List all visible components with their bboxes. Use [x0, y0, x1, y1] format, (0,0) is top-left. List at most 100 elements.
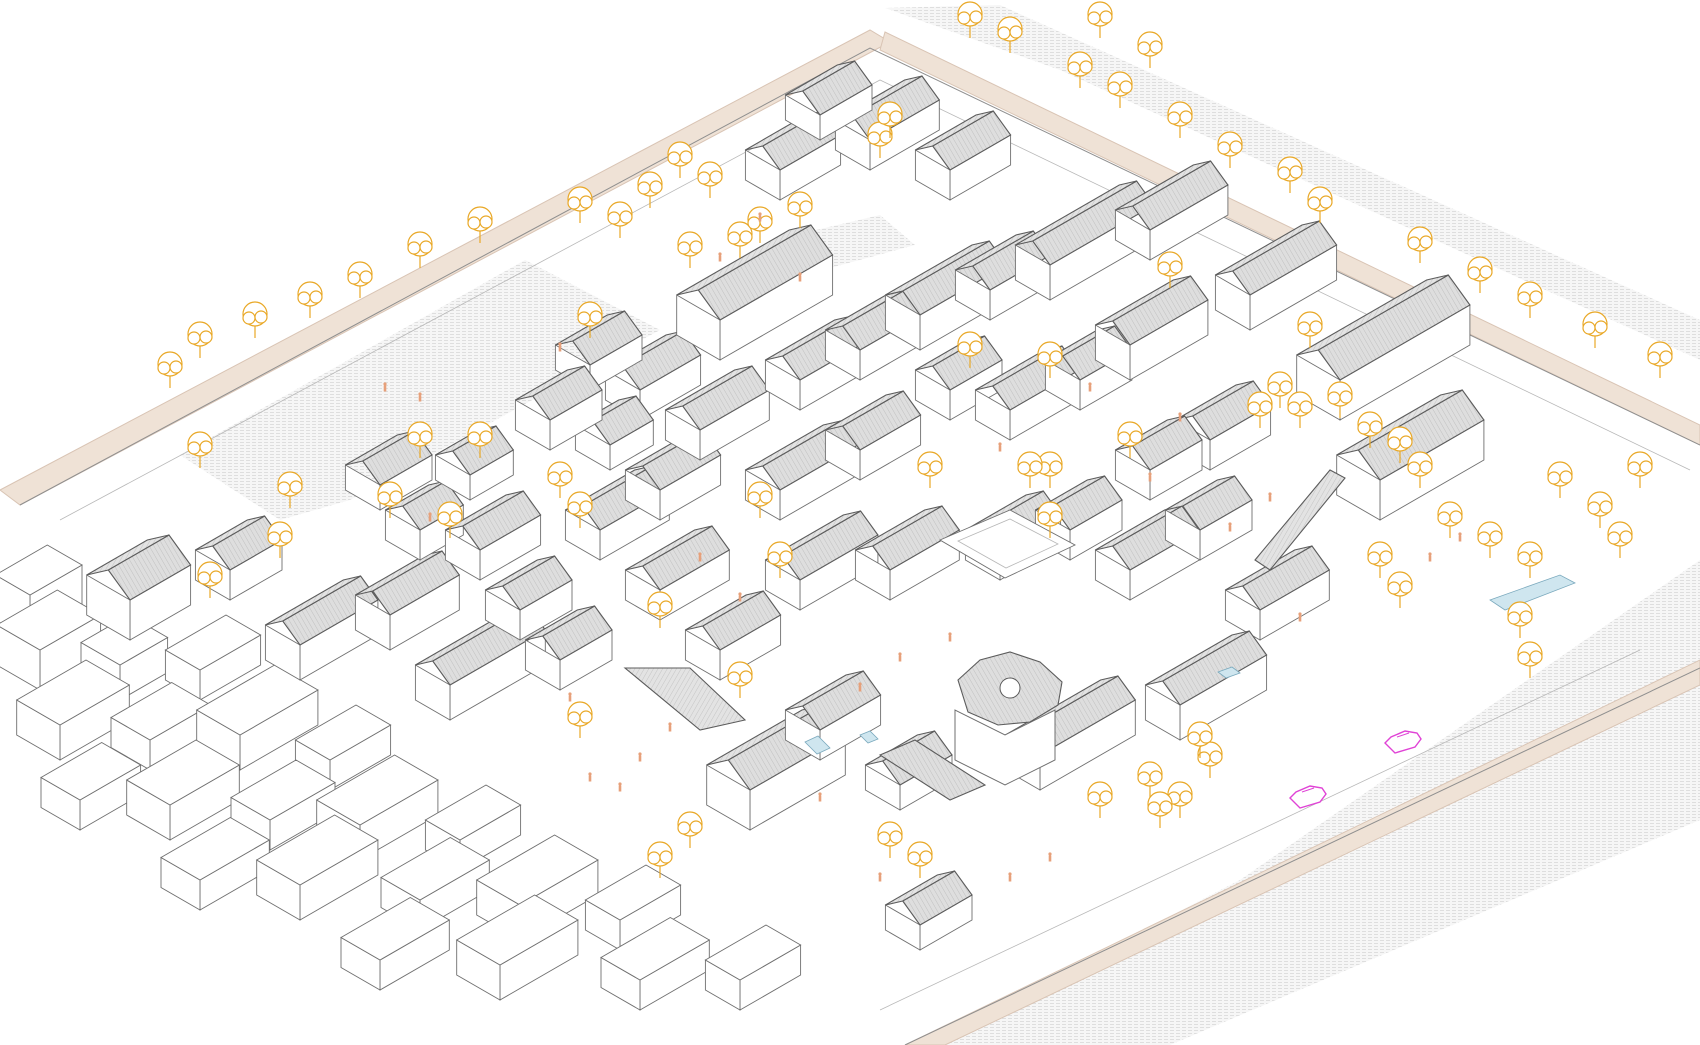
tree-icon: [1287, 391, 1313, 428]
building: [1296, 274, 1471, 421]
person-icon: [668, 722, 672, 732]
tree-icon: [997, 16, 1023, 53]
tree-icon: [407, 231, 433, 268]
tree-icon: [437, 501, 463, 538]
building: [1114, 415, 1203, 501]
neighbouring-block: [455, 894, 579, 1001]
tree-icon: [1587, 491, 1613, 528]
person-icon: [1268, 492, 1272, 502]
person-icon: [758, 212, 762, 222]
building: [1214, 220, 1338, 331]
building: [484, 555, 573, 641]
water-features: [804, 574, 1576, 755]
tree-icon: [607, 201, 633, 238]
person-icon: [1088, 382, 1092, 392]
tree-icon: [727, 221, 753, 258]
neighbouring-block: [584, 864, 682, 951]
tree-icon: [1607, 521, 1633, 558]
tree-icon: [1517, 281, 1543, 318]
tree-icon: [577, 301, 603, 338]
tree-icon: [1137, 761, 1163, 798]
building: [1094, 275, 1209, 381]
neighbouring-block: [110, 681, 212, 771]
tree-icon: [1037, 341, 1063, 378]
tree-icon: [1267, 371, 1293, 408]
person-icon: [428, 512, 432, 522]
person-icon: [718, 252, 722, 262]
person-icon: [998, 442, 1002, 452]
person-icon: [1298, 612, 1302, 622]
tree-icon: [787, 191, 813, 228]
tree-icon: [747, 481, 773, 518]
tree-icon: [567, 491, 593, 528]
neighbouring-block: [195, 664, 319, 771]
tree-icon: [667, 141, 693, 178]
person-icon: [818, 792, 822, 802]
person-icon: [558, 342, 562, 352]
building: [514, 365, 603, 451]
neighbouring-block: [125, 739, 241, 841]
tree-icon: [547, 461, 573, 498]
tree-icon: [1187, 721, 1213, 758]
neighbouring-block: [164, 614, 262, 701]
person-icon: [858, 682, 862, 692]
building: [914, 110, 1012, 201]
building: [854, 505, 961, 601]
tree-icon: [277, 471, 303, 508]
building: [954, 230, 1052, 321]
tree-icon: [1247, 391, 1273, 428]
neighbouring-block: [15, 659, 131, 761]
tree-icon: [1517, 541, 1543, 578]
building: [354, 550, 461, 651]
cars: [1289, 730, 1422, 809]
person-icon: [618, 782, 622, 792]
person-icon: [1048, 852, 1052, 862]
tree-icon: [242, 301, 268, 338]
person-icon: [1458, 532, 1462, 542]
person-icon: [1428, 552, 1432, 562]
tree-icon: [1582, 311, 1608, 348]
tree-icon: [1167, 101, 1193, 138]
tree-icon: [647, 591, 673, 628]
walkways: [623, 469, 1346, 801]
tree-icon: [647, 841, 673, 878]
tree-icon: [157, 351, 183, 388]
building: [574, 395, 655, 471]
tree-icon: [1647, 341, 1673, 378]
tree-icon: [1387, 571, 1413, 608]
person-icon: [418, 392, 422, 402]
tree-icon: [1107, 71, 1133, 108]
person-icon: [698, 552, 702, 562]
tree-icon: [1137, 31, 1163, 68]
tree-icon: [1087, 781, 1113, 818]
tree-icon: [1627, 451, 1653, 488]
tree-icon: [1507, 601, 1533, 638]
tree-icon: [1117, 421, 1143, 458]
building: [1114, 160, 1229, 261]
tree-icon: [1387, 426, 1413, 463]
tree-icon: [187, 431, 213, 468]
tree-icon: [1197, 741, 1223, 778]
person-icon: [588, 772, 592, 782]
tree-icon: [187, 321, 213, 358]
tree-icon: [877, 101, 903, 138]
neighbouring-block: [255, 814, 379, 921]
neighbouring-block: [704, 924, 802, 1011]
building: [784, 60, 873, 141]
car-icon: [1384, 730, 1422, 754]
tree-icon: [297, 281, 323, 318]
tree-icon: [567, 186, 593, 223]
tree-icon: [267, 521, 293, 558]
neighbouring-block: [40, 741, 142, 831]
person-icon: [1148, 472, 1152, 482]
tree-icon: [677, 231, 703, 268]
tree-icon: [1407, 451, 1433, 488]
building: [1164, 475, 1253, 561]
building: [624, 525, 731, 621]
tree-icon: [907, 841, 933, 878]
tree-icon: [637, 171, 663, 208]
building: [676, 224, 834, 361]
person-icon: [948, 632, 952, 642]
building: [444, 490, 542, 581]
